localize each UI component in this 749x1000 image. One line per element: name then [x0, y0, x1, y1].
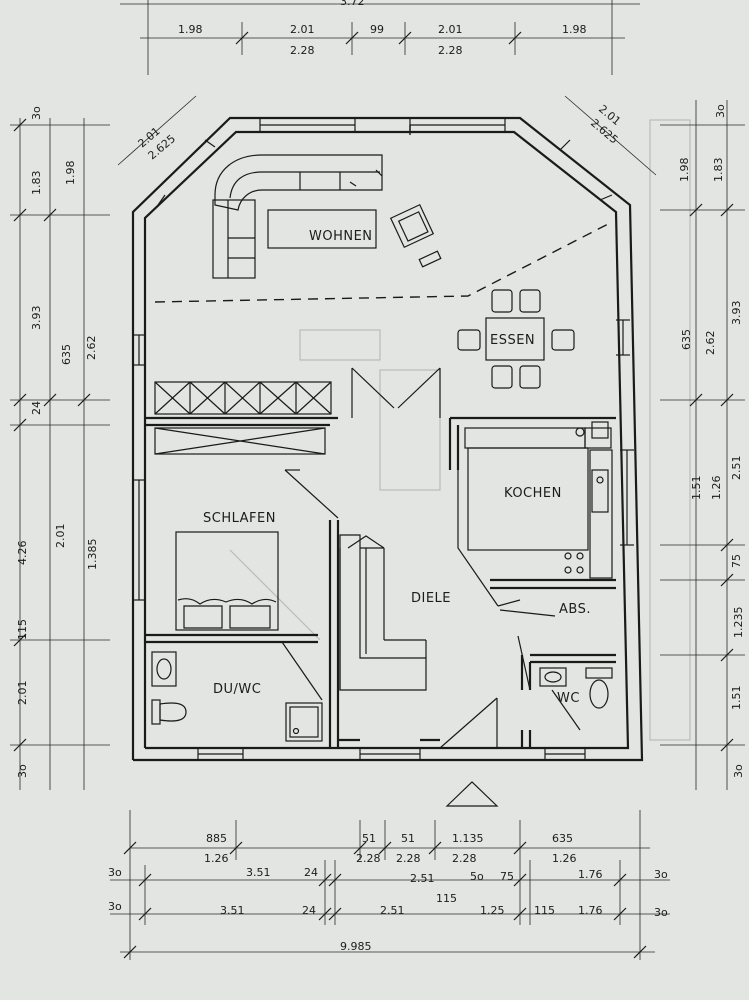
kitchen-counters — [464, 421, 613, 579]
dim-row2-351: 3.51 — [220, 904, 245, 917]
room-label-schlafen: SCHLAFEN — [203, 511, 276, 526]
dim-right-183: 1.83 — [712, 158, 725, 183]
dim-bot-228b: 2.28 — [396, 852, 421, 865]
staircase — [339, 534, 427, 691]
dim-bot-1135: 1.135 — [452, 832, 484, 845]
dim-right-635: 635 — [680, 329, 693, 350]
room-label-wc: WC — [557, 691, 580, 706]
dim-row1-251: 2.51 — [410, 872, 435, 885]
dim-right-1235: 1.235 — [732, 607, 745, 639]
dim-right-198: 1.98 — [678, 158, 691, 183]
dim-left-30b: 3o — [16, 764, 29, 778]
dim-left-115: 115 — [16, 619, 29, 640]
dim-row2-30-right: 3o — [654, 906, 668, 919]
dim-top-5: 1.98 — [562, 23, 587, 36]
dim-bot-126b: 1.26 — [552, 852, 577, 865]
dim-bot-635: 635 — [552, 832, 573, 845]
dim-bot-51b: 51 — [401, 832, 415, 845]
dim-left-201b: 2.01 — [16, 681, 29, 706]
dim-bot-228a: 2.28 — [356, 852, 381, 865]
left-dimensions: 3o 1.83 1.98 3.93 635 2.62 24 4.26 2.01 … — [10, 106, 110, 790]
dim-bot-126a: 1.26 — [204, 852, 229, 865]
dim-left-426: 4.26 — [16, 541, 29, 566]
dim-total: 9.985 — [340, 940, 372, 953]
dim-row1-50: 5o — [470, 870, 484, 883]
dim-right-30b: 3o — [732, 764, 745, 778]
dim-right-251: 2.51 — [730, 456, 743, 481]
dim-top-4b: 2.28 — [438, 44, 463, 57]
dim-right-126: 1.26 — [710, 476, 723, 501]
top-dimensions: 3.72 1.98 2.01 2.28 99 2.01 2.28 1.98 — [120, 0, 640, 75]
dim-right-30: 3o — [714, 104, 727, 118]
double-bed — [175, 531, 279, 631]
dim-top-3: 99 — [370, 23, 384, 36]
interior-walls — [145, 416, 616, 748]
dim-row1-24: 24 — [304, 866, 318, 879]
dim-bot-228c: 2.28 — [452, 852, 477, 865]
dim-left-24: 24 — [30, 401, 43, 415]
dim-row2-24: 24 — [302, 904, 316, 917]
zone-dashed-lines — [154, 125, 613, 303]
dim-row1-30-left: 3o — [108, 866, 122, 879]
dim-top-2a: 2.01 — [290, 23, 315, 36]
bottom-dimensions: 885 1.26 51 51 2.28 2.28 1.135 2.28 635 … — [108, 810, 670, 960]
room-label-duwc: DU/WC — [213, 682, 261, 697]
dim-left-635: 635 — [60, 344, 73, 365]
dim-right-393: 3.93 — [730, 301, 743, 326]
dim-row1-75: 75 — [500, 870, 514, 883]
room-label-kochen: KOCHEN — [504, 486, 562, 501]
outer-walls — [131, 116, 644, 762]
dim-row2-125: 1.25 — [480, 904, 505, 917]
room-label-abs: ABS. — [559, 602, 591, 617]
room-label-diele: DIELE — [411, 591, 451, 606]
dim-top-4a: 2.01 — [438, 23, 463, 36]
dim-left-183: 1.83 — [30, 171, 43, 196]
dim-row1-176: 1.76 — [578, 868, 603, 881]
dim-left-262: 2.62 — [85, 336, 98, 361]
dim-row1-351: 3.51 — [246, 866, 271, 879]
room-label-wohnen: WOHNEN — [309, 229, 373, 244]
dim-right-75: 75 — [730, 554, 743, 568]
dim-right-151b: 1.51 — [730, 686, 743, 711]
dim-row1-30-right: 3o — [654, 868, 668, 881]
dim-row2-115b: 115 — [534, 904, 555, 917]
dim-top-1: 1.98 — [178, 23, 203, 36]
room-labels: WOHNEN ESSEN KOCHEN SCHLAFEN DIELE ABS. … — [203, 229, 591, 706]
right-dimensions: 3o 1.98 1.83 635 2.62 3.93 2.51 1.51 1.2… — [660, 100, 745, 790]
door-swings — [281, 367, 581, 807]
dim-row2-115: 115 — [436, 892, 457, 905]
dim-row2-30-left: 3o — [108, 900, 122, 913]
room-label-essen: ESSEN — [490, 333, 535, 348]
dim-left-201: 2.01 — [54, 524, 67, 549]
sofa-group — [212, 154, 442, 279]
dim-top-cut: 3.72 — [340, 0, 365, 8]
dim-left-198: 1.98 — [64, 161, 77, 186]
dim-row2-251: 2.51 — [380, 904, 405, 917]
dim-bot-885: 885 — [206, 832, 227, 845]
bathroom-fixtures — [151, 651, 613, 742]
dim-top-2b: 2.28 — [290, 44, 315, 57]
dim-row2-176: 1.76 — [578, 904, 603, 917]
wardrobe — [154, 381, 332, 455]
dim-right-151: 1.51 — [690, 476, 703, 501]
dim-bot-51a: 51 — [362, 832, 376, 845]
dining-table — [457, 289, 575, 389]
dim-left-393: 3.93 — [30, 306, 43, 331]
dim-right-262: 2.62 — [704, 331, 717, 356]
dim-left-30: 3o — [30, 106, 43, 120]
ghost-lines — [229, 119, 691, 741]
dim-left-1385: 1.385 — [86, 539, 99, 571]
